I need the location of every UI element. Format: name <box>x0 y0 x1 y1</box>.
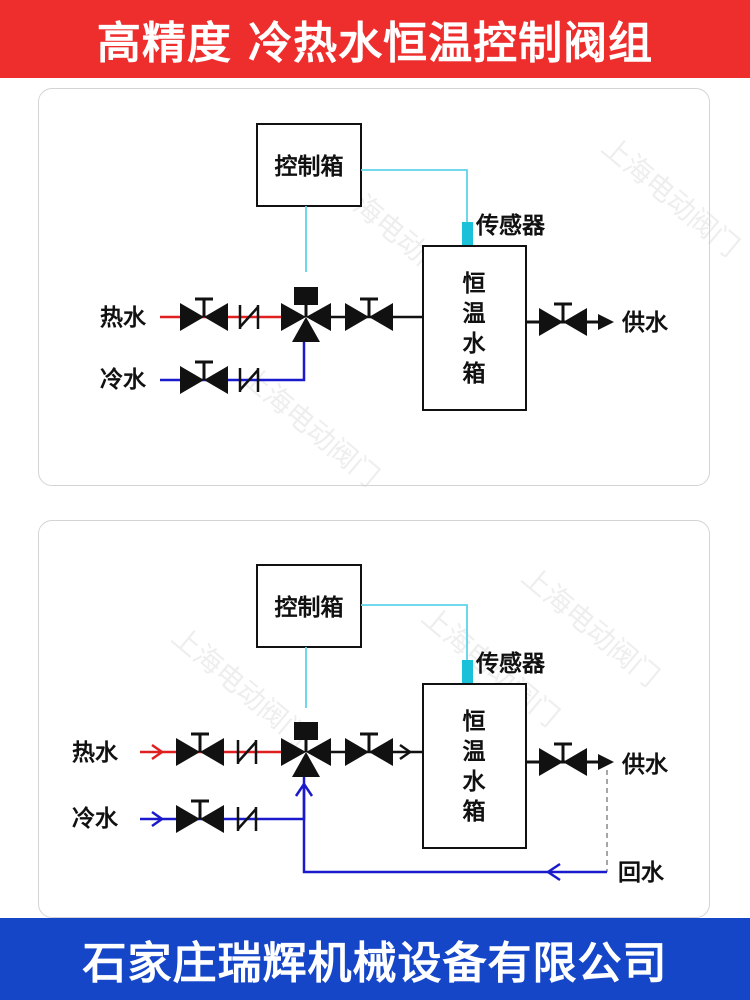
control-box-label: 控制箱 <box>275 153 344 180</box>
company-banner: 石家庄瑞辉机械设备有限公司 <box>0 918 750 1000</box>
hot-shutoff-valve <box>178 297 230 333</box>
company-name: 石家庄瑞辉机械设备有限公司 <box>82 938 668 989</box>
return-label: 回水 <box>618 860 665 886</box>
tank-label-char: 水 <box>463 769 487 795</box>
tank-inflow-arrow <box>399 743 413 761</box>
watermark-text: 上海电动阀门 <box>596 130 746 263</box>
three-way-mixing-valve <box>279 285 333 344</box>
diagram-panel-top <box>38 88 710 486</box>
supply-label: 供水 <box>621 309 669 336</box>
diagram-panel-bottom <box>38 520 710 918</box>
supply-arrow <box>598 754 614 770</box>
cold-water-label: 冷水 <box>72 805 119 832</box>
cold-shutoff-valve <box>174 799 226 835</box>
tank-label-char: 温 <box>463 739 486 765</box>
outlet-shutoff-valve <box>343 732 395 768</box>
sensor-signal-line <box>361 169 468 222</box>
sensor-signal-line <box>361 604 468 660</box>
hot-water-label: 热水 <box>100 305 147 331</box>
diagram-top: 控制箱 传感器 恒 温 水 箱 热水 冷水 供水 <box>100 123 669 411</box>
sensor-label: 传感器 <box>475 650 546 677</box>
tank-label-char: 箱 <box>463 360 486 387</box>
hot-inflow-arrow <box>151 743 165 761</box>
supply-shutoff-valve <box>537 302 589 338</box>
supply-arrow <box>598 314 614 330</box>
cold-inflow-arrow <box>151 810 165 828</box>
tank-label-char: 恒 <box>463 709 486 735</box>
sensor-label: 传感器 <box>475 212 546 239</box>
return-water-pipe <box>302 785 607 874</box>
tank-label-char: 恒 <box>463 271 486 297</box>
control-box <box>256 564 362 648</box>
supply-label: 供水 <box>621 751 669 778</box>
tank-label-char: 温 <box>463 301 486 327</box>
hot-water-label: 热水 <box>72 740 119 766</box>
sensor-element <box>462 222 473 246</box>
return-up-arrow <box>294 781 314 797</box>
title-banner: 高精度 冷热水恒温控制阀组 <box>0 0 750 78</box>
hot-shutoff-valve <box>174 732 226 768</box>
cold-shutoff-valve <box>178 360 230 396</box>
control-box <box>256 123 362 207</box>
tank-label-char: 水 <box>463 331 487 357</box>
tank-label-char: 箱 <box>463 798 486 825</box>
diagram-bottom: 控制箱 传感器 恒 温 水 箱 热水 冷水 供水 <box>72 564 669 886</box>
constant-temp-tank <box>422 245 527 411</box>
control-box-label: 控制箱 <box>275 594 344 621</box>
page-title: 高精度 冷热水恒温控制阀组 <box>96 18 654 69</box>
outlet-shutoff-valve <box>343 297 395 333</box>
sensor-element <box>462 660 473 684</box>
supply-shutoff-valve <box>537 742 589 778</box>
return-arrow <box>545 862 561 882</box>
constant-temp-tank <box>422 683 527 849</box>
cold-water-label: 冷水 <box>100 366 147 393</box>
